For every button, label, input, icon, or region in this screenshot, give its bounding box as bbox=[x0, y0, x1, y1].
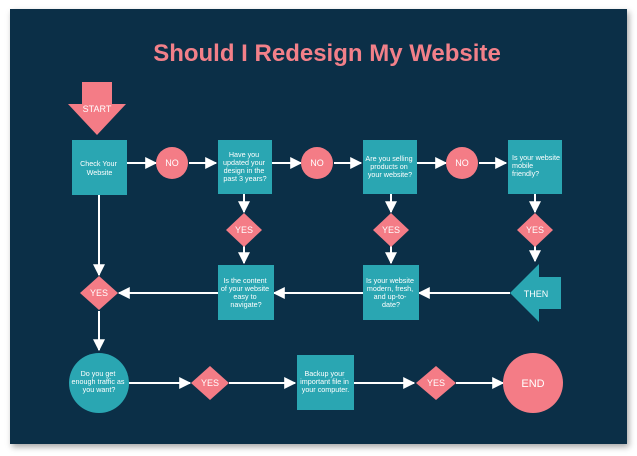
svg-text:YES: YES bbox=[235, 225, 253, 235]
decision-no-2: NO bbox=[301, 147, 333, 179]
process-backup: Backup your important file in your compu… bbox=[297, 355, 354, 410]
decision-enough-traffic: Do you get enough traffic as you want? bbox=[69, 353, 129, 413]
svg-text:YES: YES bbox=[526, 225, 544, 235]
svg-text:NO: NO bbox=[310, 158, 324, 168]
process-selling-products: Are you selling products on your website… bbox=[363, 140, 417, 194]
start-node: START bbox=[68, 82, 126, 135]
decision-yes-1: YES bbox=[226, 213, 262, 247]
svg-text:YES: YES bbox=[382, 225, 400, 235]
process-updated-design: Have you updated your design in the past… bbox=[218, 140, 272, 194]
svg-text:Do you get enough traffi: Do you get enough traffic as you want? bbox=[71, 369, 126, 394]
svg-text:NO: NO bbox=[165, 158, 179, 168]
svg-text:YES: YES bbox=[90, 288, 108, 298]
process-easy-navigate: Is the content of your website easy to n… bbox=[218, 265, 274, 320]
end-node: END bbox=[503, 353, 563, 413]
process-modern-fresh: Is your website modern, fresh, and up-to… bbox=[363, 265, 419, 320]
svg-text:YES: YES bbox=[427, 378, 445, 388]
process-check-website: Check Your Website bbox=[72, 140, 127, 195]
svg-text:Is your website mobile: Is your website mobile friendly? bbox=[512, 153, 562, 178]
svg-text:Is your website modern,: Is your website modern, fresh, and up-to… bbox=[366, 276, 416, 309]
diagram-title: Should I Redesign My Website bbox=[153, 40, 501, 67]
svg-text:YES: YES bbox=[201, 378, 219, 388]
decision-no-1: NO bbox=[156, 147, 188, 179]
svg-text:END: END bbox=[521, 378, 544, 390]
decision-yes-3: YES bbox=[517, 213, 553, 247]
svg-text:Have you updated your: Have you updated your design in the past… bbox=[223, 150, 267, 183]
svg-text:Backup your important fi: Backup your important file in your compu… bbox=[300, 369, 351, 394]
svg-text:START: START bbox=[83, 104, 112, 114]
svg-text:THEN: THEN bbox=[524, 289, 549, 299]
decision-yes-left: YES bbox=[80, 276, 118, 310]
svg-text:Is the content of your w: Is the content of your website easy to n… bbox=[221, 276, 271, 309]
decision-no-3: NO bbox=[446, 147, 478, 179]
then-node: THEN bbox=[510, 264, 561, 322]
decision-yes-2: YES bbox=[373, 213, 409, 247]
svg-text:NO: NO bbox=[455, 158, 469, 168]
decision-yes-bottom-2: YES bbox=[416, 366, 456, 400]
svg-text:Are you selling products: Are you selling products on your website… bbox=[365, 154, 414, 179]
decision-yes-bottom-1: YES bbox=[191, 366, 229, 400]
svg-text:Check Your Website: Check Your Website bbox=[80, 159, 119, 177]
connectors bbox=[93, 157, 541, 389]
process-mobile-friendly: Is your website mobile friendly? bbox=[508, 140, 562, 194]
